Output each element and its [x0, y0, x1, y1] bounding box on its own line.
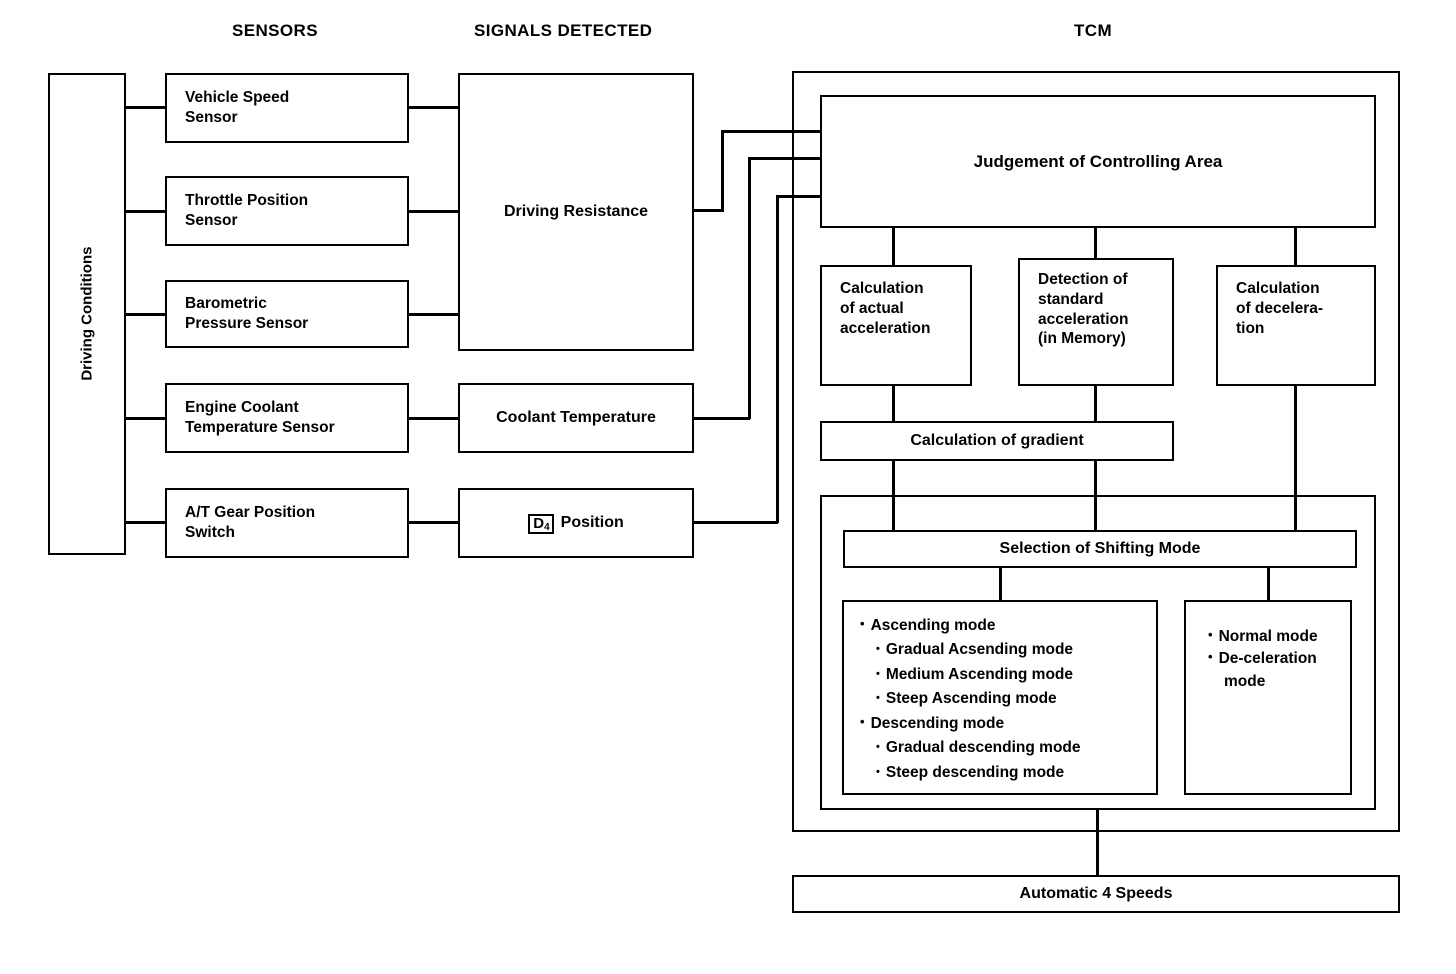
driving-conditions-label: Driving Conditions	[78, 246, 96, 382]
connector-judgement-to-calc-decel	[1294, 228, 1297, 266]
shifting-modes-list-box[interactable]: Ascending mode Gradual Acsending mode Me…	[842, 600, 1158, 795]
connector-shifting-to-modes-left	[999, 568, 1002, 600]
connector-coolant-temp-seg-h2	[748, 157, 822, 160]
list-item: Ascending mode	[860, 614, 1081, 638]
calc-actual-label: Calculation of actual acceleration	[840, 280, 931, 337]
connector-dc-to-engine-coolant	[126, 417, 165, 420]
judgement-of-controlling-area-box[interactable]: Judgement of Controlling Area	[820, 95, 1376, 228]
list-item: Medium Ascending mode	[860, 663, 1081, 687]
calculation-of-actual-acceleration-box[interactable]: Calculation of actual acceleration	[820, 265, 972, 386]
connector-coolant-temp-seg-v	[748, 157, 751, 419]
sensor-engine-coolant-temperature-sensor[interactable]: Engine Coolant Temperature Sensor	[165, 383, 409, 453]
normal-deceleration-modes-box[interactable]: Normal mode De-celeration mode	[1184, 600, 1352, 795]
sensor-label: Throttle Position Sensor	[185, 192, 309, 229]
sensor-throttle-position-sensor[interactable]: Throttle Position Sensor	[165, 176, 409, 246]
connector-calc-decel-to-shifting	[1294, 386, 1297, 530]
list-item: Normal mode	[1208, 626, 1350, 648]
list-item: Gradual Acsending mode	[860, 638, 1081, 662]
detection-of-standard-acceleration-box[interactable]: Detection of standard acceleration (in M…	[1018, 258, 1174, 386]
signal-label: Coolant Temperature	[496, 408, 656, 426]
column-header-signals-detected: SIGNALS DETECTED	[474, 21, 653, 40]
connector-tcm-to-automatic-4-speeds	[1096, 810, 1099, 875]
connector-shifting-to-modes-right	[1267, 568, 1270, 600]
calculation-of-deceleration-box[interactable]: Calculation of decelera- tion	[1216, 265, 1376, 386]
connector-calc-actual-to-gradient	[892, 386, 895, 422]
connector-dc-to-gear-switch	[126, 521, 165, 524]
connector-gear-switch-to-d4	[409, 521, 458, 524]
d4-chip-letter: D	[533, 515, 545, 532]
connector-judgement-to-calc-actual	[892, 228, 895, 266]
connector-detect-standard-to-gradient	[1094, 386, 1097, 422]
column-header-tcm: TCM	[1074, 21, 1113, 40]
list-item: De-celeration mode	[1208, 648, 1350, 693]
connector-throttle-to-driving-resistance	[409, 210, 458, 213]
sensor-label: Engine Coolant Temperature Sensor	[185, 399, 335, 436]
sensor-barometric-pressure-sensor[interactable]: Barometric Pressure Sensor	[165, 280, 409, 348]
connector-coolant-temp-seg-h1	[694, 417, 750, 420]
sensor-label: A/T Gear Position Switch	[185, 504, 316, 541]
list-item: Descending mode	[860, 712, 1081, 736]
connector-driving-resistance-seg-h2	[721, 130, 822, 133]
signal-driving-resistance[interactable]: Driving Resistance	[458, 73, 694, 351]
connector-vehicle-speed-to-driving-resistance	[409, 106, 458, 109]
signal-coolant-temperature[interactable]: Coolant Temperature	[458, 383, 694, 453]
normal-deceleration-modes-list: Normal mode De-celeration mode	[1208, 626, 1350, 693]
shifting-mode-container	[820, 495, 1376, 810]
shifting-modes-list: Ascending mode Gradual Acsending mode Me…	[860, 614, 1081, 785]
list-item: Steep descending mode	[860, 761, 1081, 785]
list-item: Gradual descending mode	[860, 736, 1081, 760]
connector-dc-to-vehicle-speed	[126, 106, 165, 109]
sensor-vehicle-speed-sensor[interactable]: Vehicle Speed Sensor	[165, 73, 409, 143]
d4-chip-subscript: 4	[544, 522, 550, 533]
judgement-label: Judgement of Controlling Area	[973, 151, 1223, 171]
automatic-4-speeds-box[interactable]: Automatic 4 Speeds	[792, 875, 1400, 913]
connector-dc-to-barometric	[126, 313, 165, 316]
connector-driving-resistance-seg-v	[721, 130, 724, 212]
sensor-at-gear-position-switch[interactable]: A/T Gear Position Switch	[165, 488, 409, 558]
calc-gradient-label: Calculation of gradient	[910, 431, 1084, 449]
selection-of-shifting-mode-box[interactable]: Selection of Shifting Mode	[843, 530, 1357, 568]
connector-engine-coolant-to-coolant-temp	[409, 417, 458, 420]
signal-label: Position	[560, 513, 624, 531]
connector-d4-position-seg-v	[776, 195, 779, 523]
list-item: Steep Ascending mode	[860, 687, 1081, 711]
connector-dc-to-throttle	[126, 210, 165, 213]
connector-barometric-to-driving-resistance	[409, 313, 458, 316]
connector-d4-position-seg-h2	[776, 195, 822, 198]
selection-of-shifting-mode-label: Selection of Shifting Mode	[999, 539, 1201, 557]
detect-standard-label: Detection of standard acceleration (in M…	[1038, 271, 1129, 348]
connector-judgement-to-detect-standard	[1094, 228, 1097, 259]
sensor-label: Vehicle Speed Sensor	[185, 89, 290, 126]
signal-label: Driving Resistance	[503, 202, 649, 220]
connector-driving-resistance-seg-h1	[694, 209, 724, 212]
connector-d4-position-seg-h1	[694, 521, 778, 524]
driving-conditions-box[interactable]: Driving Conditions	[48, 73, 126, 555]
sensor-label: Barometric Pressure Sensor	[185, 295, 309, 332]
column-header-sensors: SENSORS	[232, 21, 318, 40]
automatic-4-speeds-label: Automatic 4 Speeds	[1019, 884, 1173, 902]
calc-decel-label: Calculation of decelera- tion	[1236, 280, 1324, 337]
calculation-of-gradient-box[interactable]: Calculation of gradient	[820, 421, 1174, 461]
